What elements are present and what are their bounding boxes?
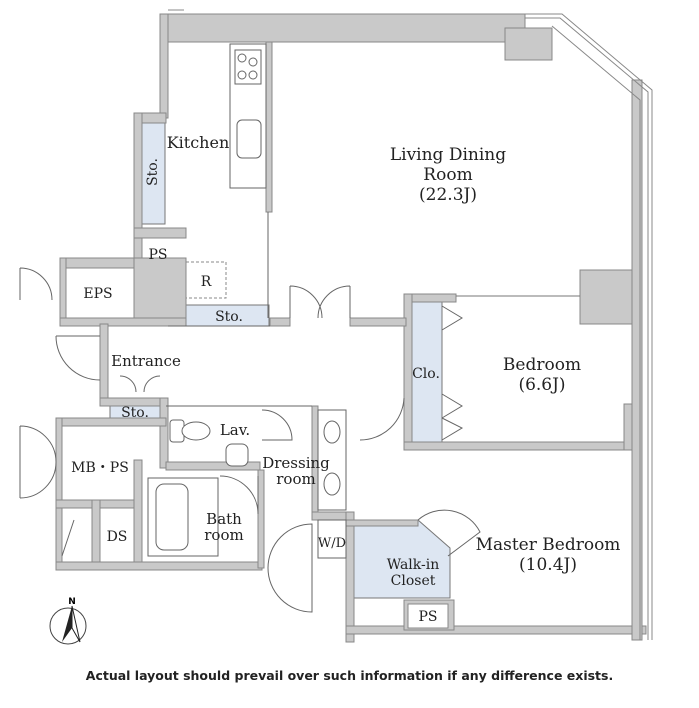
storage-vertical-label: Sto. <box>145 158 161 186</box>
walkin-closet-label: Walk-in <box>387 557 439 573</box>
living-room-label-2: Room <box>423 165 472 185</box>
mb-ps-label: MB・PS <box>71 460 129 476</box>
refrigerator-label: R <box>201 274 212 290</box>
master-bedroom-label: Master Bedroom <box>476 535 621 555</box>
wd-label: W/D <box>318 536 346 551</box>
kitchen-label: Kitchen <box>167 133 230 152</box>
bedroom-area: (6.6J) <box>518 375 565 395</box>
kitchen-counter <box>229 43 267 189</box>
storage-entrance-label: Sto. <box>121 405 149 421</box>
ds-label: DS <box>107 529 128 545</box>
ps-upper-label: PS <box>148 247 167 263</box>
ps-lower-label: PS <box>418 609 437 625</box>
walkin-closet-label-2: Closet <box>391 573 436 589</box>
master-bedroom-area: (10.4J) <box>519 555 577 575</box>
compass-north-label: N <box>68 597 76 607</box>
refrigerator-outline <box>185 261 227 299</box>
bathroom-label-2: room <box>204 526 243 544</box>
compass: N <box>49 597 87 645</box>
doors <box>19 267 481 613</box>
bedroom-label: Bedroom <box>503 355 581 375</box>
storage-kitchen-label: Sto. <box>215 309 243 325</box>
living-room-area: (22.3J) <box>419 185 477 205</box>
eps-label: EPS <box>83 286 112 302</box>
interior-lines <box>166 212 312 407</box>
dressing-room-label: Dressing <box>262 454 330 472</box>
dressing-room-label-2: room <box>276 470 315 488</box>
lav-label: Lav. <box>220 421 250 439</box>
entrance-label: Entrance <box>111 352 181 370</box>
bathroom-label: Bath <box>206 510 242 528</box>
fixtures <box>147 409 347 559</box>
walls <box>55 13 647 643</box>
disclaimer-text: Actual layout should prevail over such i… <box>85 668 614 683</box>
room-labels: Living Dining Room (22.3J) Kitchen Sto. … <box>71 133 621 629</box>
living-room-label: Living Dining <box>390 145 506 165</box>
closet-label: Clo. <box>412 366 440 382</box>
balcony-lines <box>168 9 653 640</box>
